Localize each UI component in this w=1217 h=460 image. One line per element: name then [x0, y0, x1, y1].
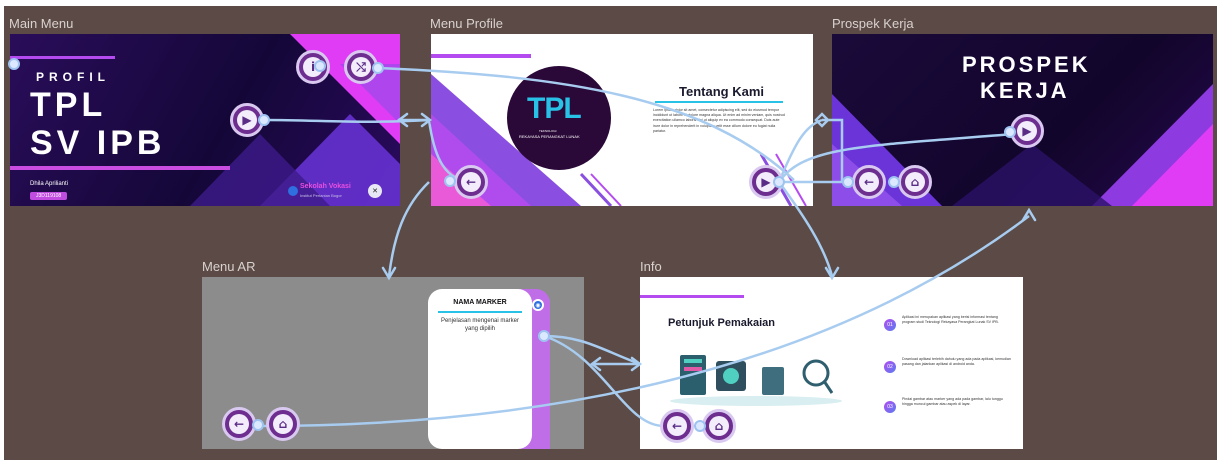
arrowhead-main	[396, 112, 409, 128]
profile-logo-mark: TPL	[527, 92, 582, 125]
main-menu-author: Dhila Aprilianti	[30, 181, 69, 187]
frame-label-info[interactable]: Info	[640, 259, 662, 274]
connection-node[interactable]	[8, 58, 20, 70]
profile-logo-caption-top: TEKNOLOGI	[539, 129, 557, 133]
ar-home-button[interactable]: ⌂	[266, 407, 300, 441]
connection-node[interactable]	[842, 176, 854, 188]
back-arrow-icon: ←	[667, 416, 687, 436]
frame-main-menu[interactable]: PROFIL TPL SV IPB Dhila Aprilianti J3D11…	[10, 34, 400, 206]
prospek-back-button[interactable]: ←	[852, 165, 886, 199]
home-icon: ⌂	[709, 416, 729, 436]
home-icon: ⌂	[905, 172, 925, 192]
ar-card-title: NAMA MARKER	[453, 299, 507, 306]
main-menu-author-id: J3D119108	[30, 192, 68, 200]
play-icon: ▶	[756, 172, 776, 192]
main-play-button[interactable]: ▶	[230, 103, 264, 137]
home-icon: ⌂	[273, 414, 293, 434]
main-menu-logo-sub: Institut Pertanian Bogor	[300, 193, 342, 198]
info-step-3-badge: 03	[884, 401, 896, 413]
connection-node[interactable]	[314, 60, 326, 72]
info-illustration	[670, 355, 842, 406]
profile-heading: Tentang Kami	[679, 84, 764, 99]
connection-node[interactable]	[444, 175, 456, 187]
play-icon: ▶	[1017, 121, 1037, 141]
sv-logo-icon	[288, 186, 298, 196]
connection-node[interactable]	[1004, 126, 1016, 138]
back-arrow-icon: ←	[229, 414, 249, 434]
connection-node[interactable]	[252, 419, 264, 431]
main-menu-small-title: PROFIL	[36, 70, 110, 84]
arrowhead-profile	[420, 112, 433, 128]
frame-label-menu-profile[interactable]: Menu Profile	[430, 16, 503, 31]
diamond-connector	[814, 112, 830, 128]
main-menu-title-line2: SV IPB	[30, 124, 166, 162]
shuffle-icon: ⤭	[351, 57, 371, 77]
back-arrow-icon: ←	[461, 172, 481, 192]
profile-heading-underline	[655, 101, 783, 103]
frame-label-main-menu[interactable]: Main Menu	[9, 16, 74, 31]
info-step-1-badge: 01	[884, 319, 896, 331]
prospek-title-line2: KERJA	[980, 78, 1070, 103]
info-step-1-text: Aplikasi ini merupakan aplikasi yang ber…	[902, 315, 999, 324]
arrowhead-prospek	[1021, 207, 1037, 222]
play-icon: ▶	[237, 110, 257, 130]
ar-toggle-button[interactable]: ◉	[532, 299, 544, 311]
connection-node[interactable]	[694, 420, 706, 432]
info-step-2-badge: 02	[884, 361, 896, 373]
connection-node[interactable]	[372, 62, 384, 74]
back-arrow-icon: ←	[859, 172, 879, 192]
main-menu-title-line1: TPL	[30, 86, 107, 124]
design-canvas: Main Menu PROFIL TPL SV IPB Dhila Aprili…	[4, 6, 1217, 460]
profile-logo-caption: REKAYASA PERANGKAT LUNAK	[519, 134, 580, 139]
shuffle-button[interactable]: ⤭	[344, 50, 378, 84]
info-step-2-text: Download aplikasi terlebih dahulu yang a…	[902, 357, 1011, 366]
prospek-play-button[interactable]: ▶	[1010, 114, 1044, 148]
ar-back-button[interactable]: ←	[222, 407, 256, 441]
arrowhead-info-right	[630, 356, 643, 372]
info-back-button[interactable]: ←	[660, 409, 694, 443]
main-menu-logo-text: Sekolah Vokasi	[300, 183, 351, 190]
frame-label-menu-ar[interactable]: Menu AR	[202, 259, 256, 274]
ar-card-body: Penjelasan mengenai marker yang dipilih	[440, 318, 520, 332]
connection-node[interactable]	[538, 330, 550, 342]
info-step-3-text: Pindai gambar atau marker yang ada pada …	[902, 397, 1003, 406]
connection-node[interactable]	[773, 176, 785, 188]
ar-card-title-underline	[438, 311, 522, 313]
connection-node[interactable]	[888, 176, 900, 188]
info-home-button[interactable]: ⌂	[702, 409, 736, 443]
arrowhead-ar-left	[589, 356, 602, 372]
connection-node[interactable]	[258, 114, 270, 126]
info-accent-line	[640, 295, 744, 298]
info-heading: Petunjuk Pemakaian	[668, 317, 775, 329]
prospek-home-button[interactable]: ⌂	[898, 165, 932, 199]
tpl-mini-logo-icon: ✕	[368, 184, 382, 198]
frame-label-prospek-kerja[interactable]: Prospek Kerja	[832, 16, 914, 31]
ar-info-card: NAMA MARKER Penjelasan mengenai marker y…	[428, 289, 532, 449]
prospek-title-line1: PROSPEK	[962, 52, 1091, 77]
profile-back-button[interactable]: ←	[454, 165, 488, 199]
profile-body-text: Lorem ipsum dolor sit amet, consectetur …	[653, 108, 785, 133]
